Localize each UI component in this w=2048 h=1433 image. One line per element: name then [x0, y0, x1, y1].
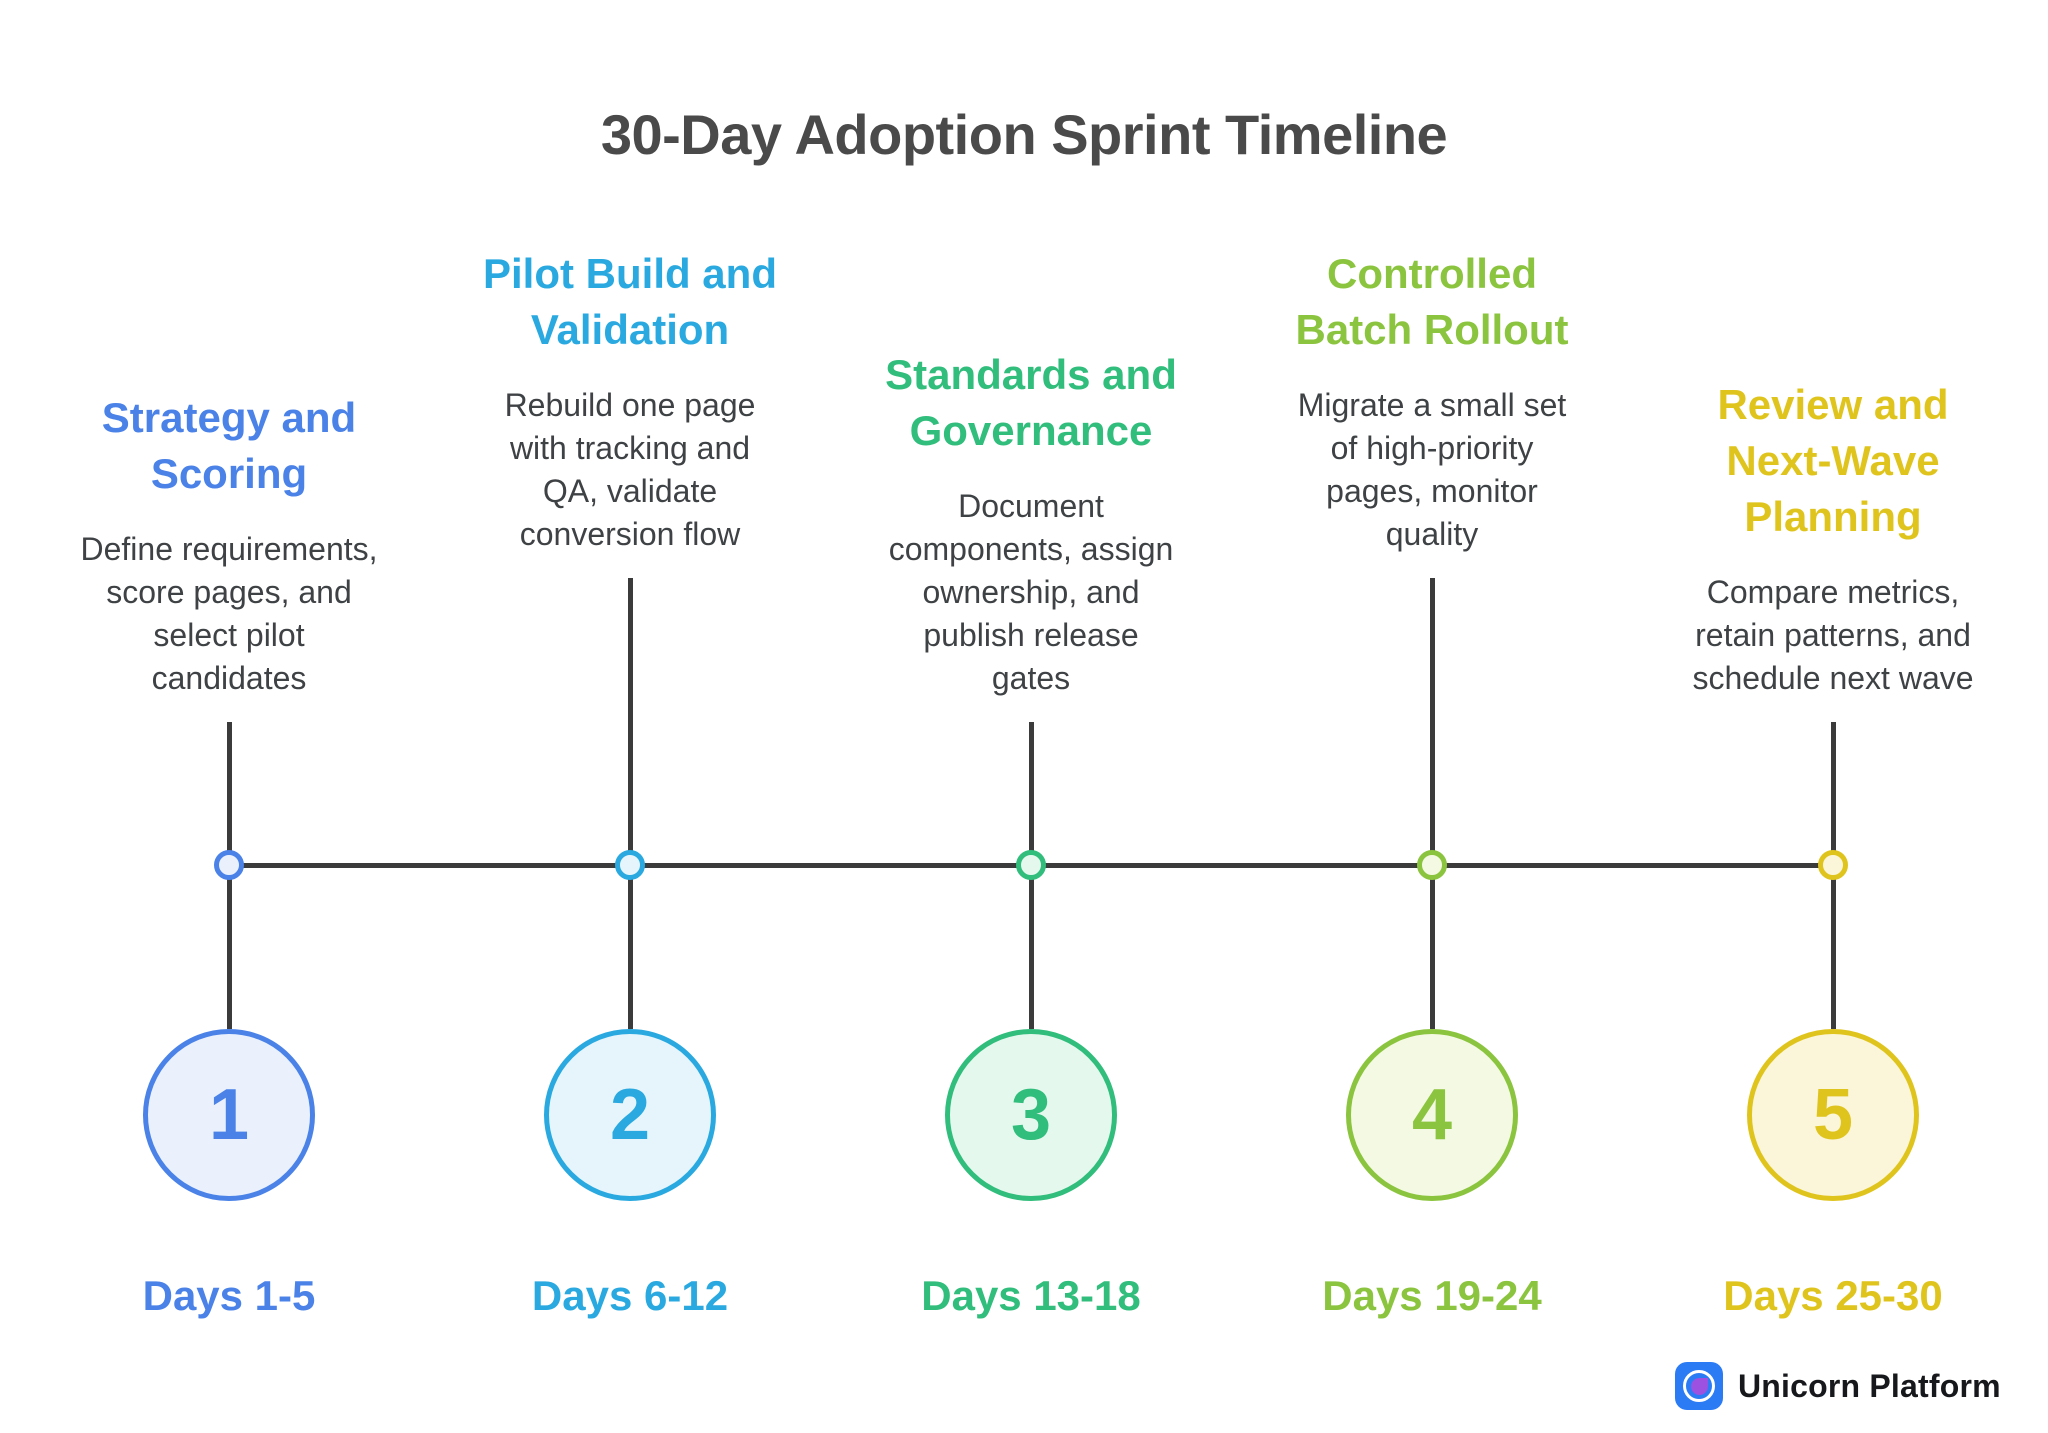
milestone-number-circle: 4: [1346, 1029, 1518, 1201]
milestone-number-circle: 5: [1747, 1029, 1919, 1201]
brand-name: Unicorn Platform: [1738, 1367, 2001, 1404]
milestone-number: 5: [1812, 1075, 1854, 1155]
milestone-column: Controlled Batch Rollout Migrate a small…: [1242, 0, 1622, 1433]
milestone-days-label: Days 13-18: [921, 1272, 1141, 1319]
milestone-number: 2: [609, 1075, 651, 1155]
milestone-days-label: Days 6-12: [531, 1272, 729, 1319]
logo-drop-icon: [1690, 1377, 1708, 1395]
milestone-number-circle: 2: [544, 1029, 716, 1201]
milestone-heading: Standards and Governance: [885, 351, 1177, 454]
milestone-description: Document components, assign ownership, a…: [888, 488, 1174, 696]
milestone-number: 3: [1010, 1075, 1052, 1155]
milestone-number-circle: 3: [945, 1029, 1117, 1201]
milestone-description: Migrate a small set of high-priority pag…: [1297, 387, 1567, 552]
timeline-node-dot: [1417, 850, 1447, 880]
milestone-days-label: Days 19-24: [1322, 1272, 1542, 1319]
timeline-node-dot: [1818, 850, 1848, 880]
milestone-number: 1: [208, 1075, 250, 1155]
milestone-text-block: Pilot Build and Validation Rebuild one p…: [440, 246, 820, 556]
milestone-column: Standards and Governance Document compon…: [841, 0, 1221, 1433]
milestone-heading: Controlled Batch Rollout: [1295, 250, 1569, 353]
unicorn-platform-logo-icon: [1675, 1362, 1723, 1410]
milestone-description: Compare metrics, retain patterns, and sc…: [1692, 574, 1974, 696]
milestone-column: Strategy and Scoring Define requirements…: [39, 0, 419, 1433]
brand-logo: Unicorn Platform: [1675, 1362, 2001, 1410]
milestone-column: Review and Next-Wave Planning Compare me…: [1643, 0, 2023, 1433]
milestone-number-circle: 1: [143, 1029, 315, 1201]
milestone-number: 4: [1411, 1075, 1453, 1155]
milestone-text-block: Standards and Governance Document compon…: [841, 347, 1221, 700]
milestone-connector-line: [627, 578, 633, 1029]
page-title: 30-Day Adoption Sprint Timeline: [600, 103, 1448, 166]
milestone-days-label: Days 1-5: [142, 1272, 316, 1319]
milestone-description: Define requirements, score pages, and se…: [80, 531, 378, 696]
timeline-node-dot: [1016, 850, 1046, 880]
logo-ring-shape: [1683, 1370, 1715, 1402]
milestone-column: Pilot Build and Validation Rebuild one p…: [440, 0, 820, 1433]
milestone-connector-line: [1429, 578, 1435, 1029]
milestone-text-block: Controlled Batch Rollout Migrate a small…: [1242, 246, 1622, 556]
milestone-days-label: Days 25-30: [1723, 1272, 1943, 1319]
timeline-node-dot: [615, 850, 645, 880]
milestone-text-block: Review and Next-Wave Planning Compare me…: [1643, 377, 2023, 700]
milestone-text-block: Strategy and Scoring Define requirements…: [39, 390, 419, 700]
milestone-description: Rebuild one page with tracking and QA, v…: [504, 387, 756, 552]
timeline-node-dot: [214, 850, 244, 880]
milestone-heading: Strategy and Scoring: [101, 394, 357, 497]
milestone-heading: Review and Next-Wave Planning: [1717, 381, 1949, 540]
milestone-heading: Pilot Build and Validation: [483, 250, 777, 353]
